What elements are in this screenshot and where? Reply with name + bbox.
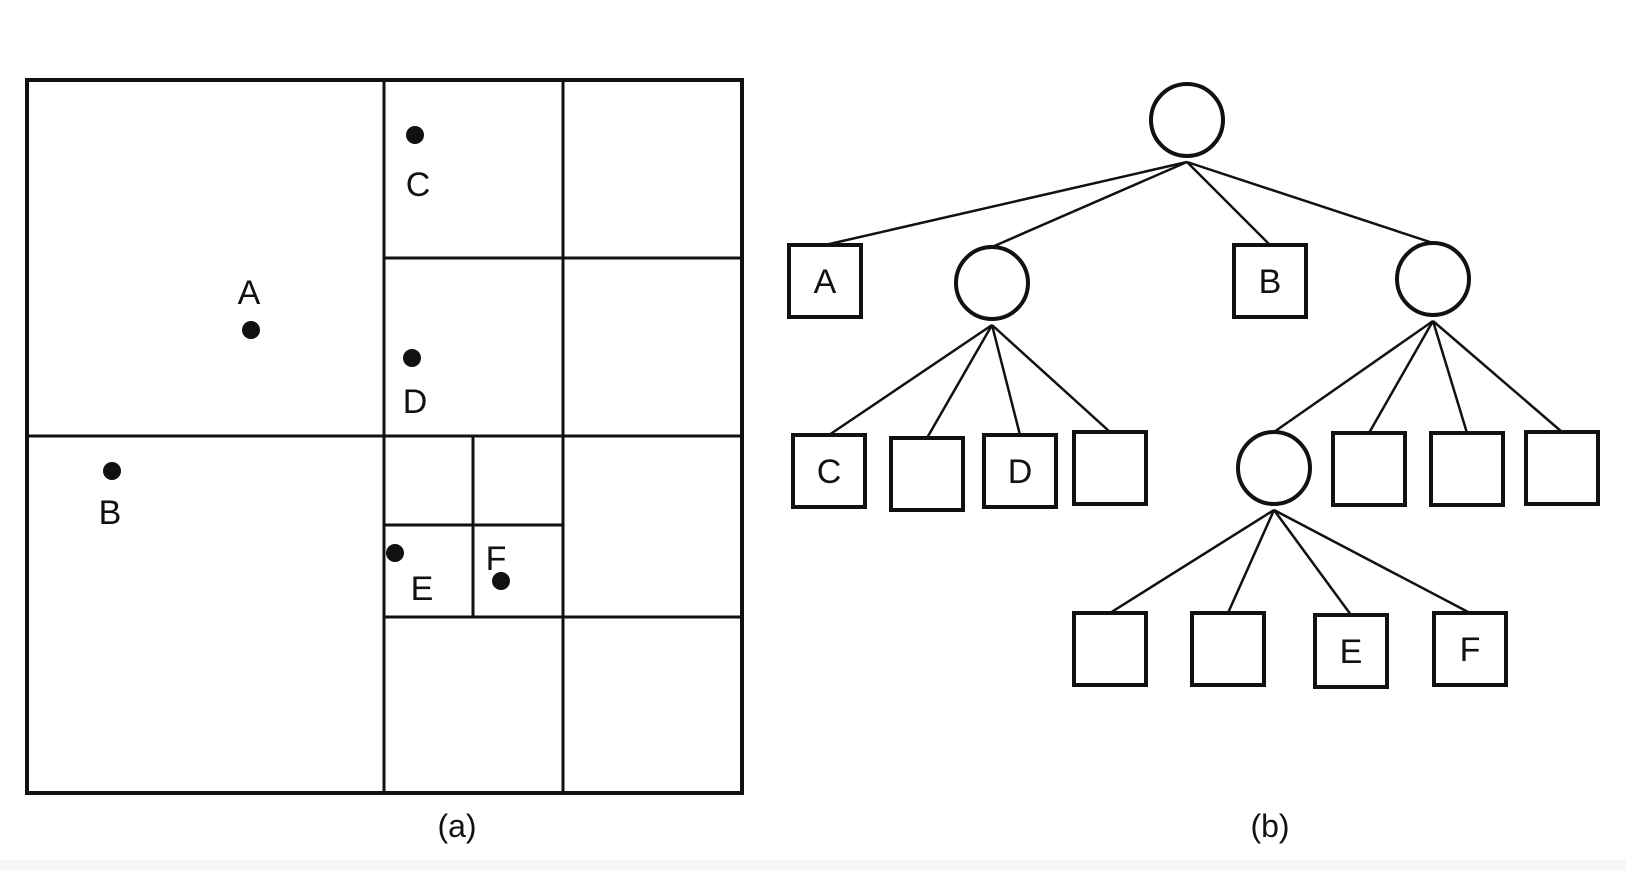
tree-edge [828, 323, 993, 437]
leaf-node-box [1313, 613, 1389, 689]
leaf-node-box [1524, 430, 1600, 506]
tree-edge [1186, 161, 1271, 246]
leaf-node-empty [1190, 611, 1266, 687]
internal-node-circle [1236, 430, 1312, 506]
leaf-node-box [982, 433, 1058, 509]
leaf-node-box [1429, 431, 1505, 507]
leaf-node-box [1072, 430, 1148, 506]
point-b-marker [103, 462, 121, 480]
point-e-marker [386, 544, 404, 562]
leaf-node-label: D [1008, 453, 1033, 491]
point-c-marker [406, 126, 424, 144]
internal-node [1149, 82, 1225, 158]
leaf-node-f: F [1432, 611, 1508, 687]
tree-edge [1109, 508, 1275, 615]
leaf-node-a: A [787, 243, 863, 319]
tree-edge [1272, 509, 1353, 616]
tree-edge [1186, 160, 1434, 245]
tree-edge [824, 160, 1188, 247]
leaf-node-empty [1331, 431, 1407, 507]
leaf-node-box [1190, 611, 1266, 687]
leaf-node-b: B [1232, 243, 1308, 319]
quadtree-subdivision-panel: A B C D E F (a) [25, 78, 744, 844]
internal-node [954, 245, 1030, 321]
tree-edge [991, 324, 1111, 433]
leaf-node-box [791, 433, 867, 509]
point-a-marker [242, 321, 260, 339]
caption-a: (a) [437, 808, 476, 844]
leaf-node-box [889, 436, 965, 512]
point-f-label: F [486, 540, 507, 578]
tree-edge [925, 324, 994, 439]
internal-node [1395, 241, 1471, 317]
caption-b: (b) [1250, 808, 1289, 844]
tree-edge [991, 160, 1188, 249]
point-f-marker [492, 572, 510, 590]
tree-edge [1432, 320, 1563, 433]
internal-node-circle [954, 245, 1030, 321]
tree-edges [824, 160, 1563, 616]
bottom-band [0, 860, 1626, 870]
leaf-node-box [1331, 431, 1407, 507]
tree-edge [1273, 319, 1434, 434]
point-d-marker [403, 349, 421, 367]
leaf-node-box [787, 243, 863, 319]
leaf-node-c: C [791, 433, 867, 509]
leaf-node-label: A [814, 263, 837, 301]
leaf-node-empty [1524, 430, 1600, 506]
leaf-node-empty [1072, 611, 1148, 687]
point-e-label: E [411, 570, 434, 608]
tree-edge [990, 324, 1022, 436]
leaf-node-label: E [1340, 633, 1363, 671]
leaf-node-label: F [1460, 631, 1481, 669]
point-a-label: A [238, 274, 261, 312]
internal-node-circle [1395, 241, 1471, 317]
point-c-label: C [406, 166, 431, 204]
tree-edge [1431, 320, 1469, 434]
tree-edge [1273, 508, 1471, 615]
leaf-node-empty [889, 436, 965, 512]
leaf-node-box [1232, 243, 1308, 319]
internal-node [1236, 430, 1312, 506]
tree-edge [1226, 509, 1276, 614]
leaf-node-empty [1072, 430, 1148, 506]
leaf-node-d: D [982, 433, 1058, 509]
tree-edge [1367, 320, 1435, 434]
point-d-label: D [403, 383, 428, 421]
leaf-node-e: E [1313, 613, 1389, 689]
leaf-node-label: B [1259, 263, 1282, 301]
point-b-label: B [99, 494, 122, 532]
leaf-node-box [1072, 611, 1148, 687]
tree-nodes: A C D B E F [787, 82, 1600, 689]
internal-node-circle [1149, 82, 1225, 158]
quadtree-structure-panel: A C D B E F (b) [787, 82, 1600, 844]
leaf-node-label: C [817, 453, 842, 491]
leaf-node-empty [1429, 431, 1505, 507]
leaf-node-box [1432, 611, 1508, 687]
